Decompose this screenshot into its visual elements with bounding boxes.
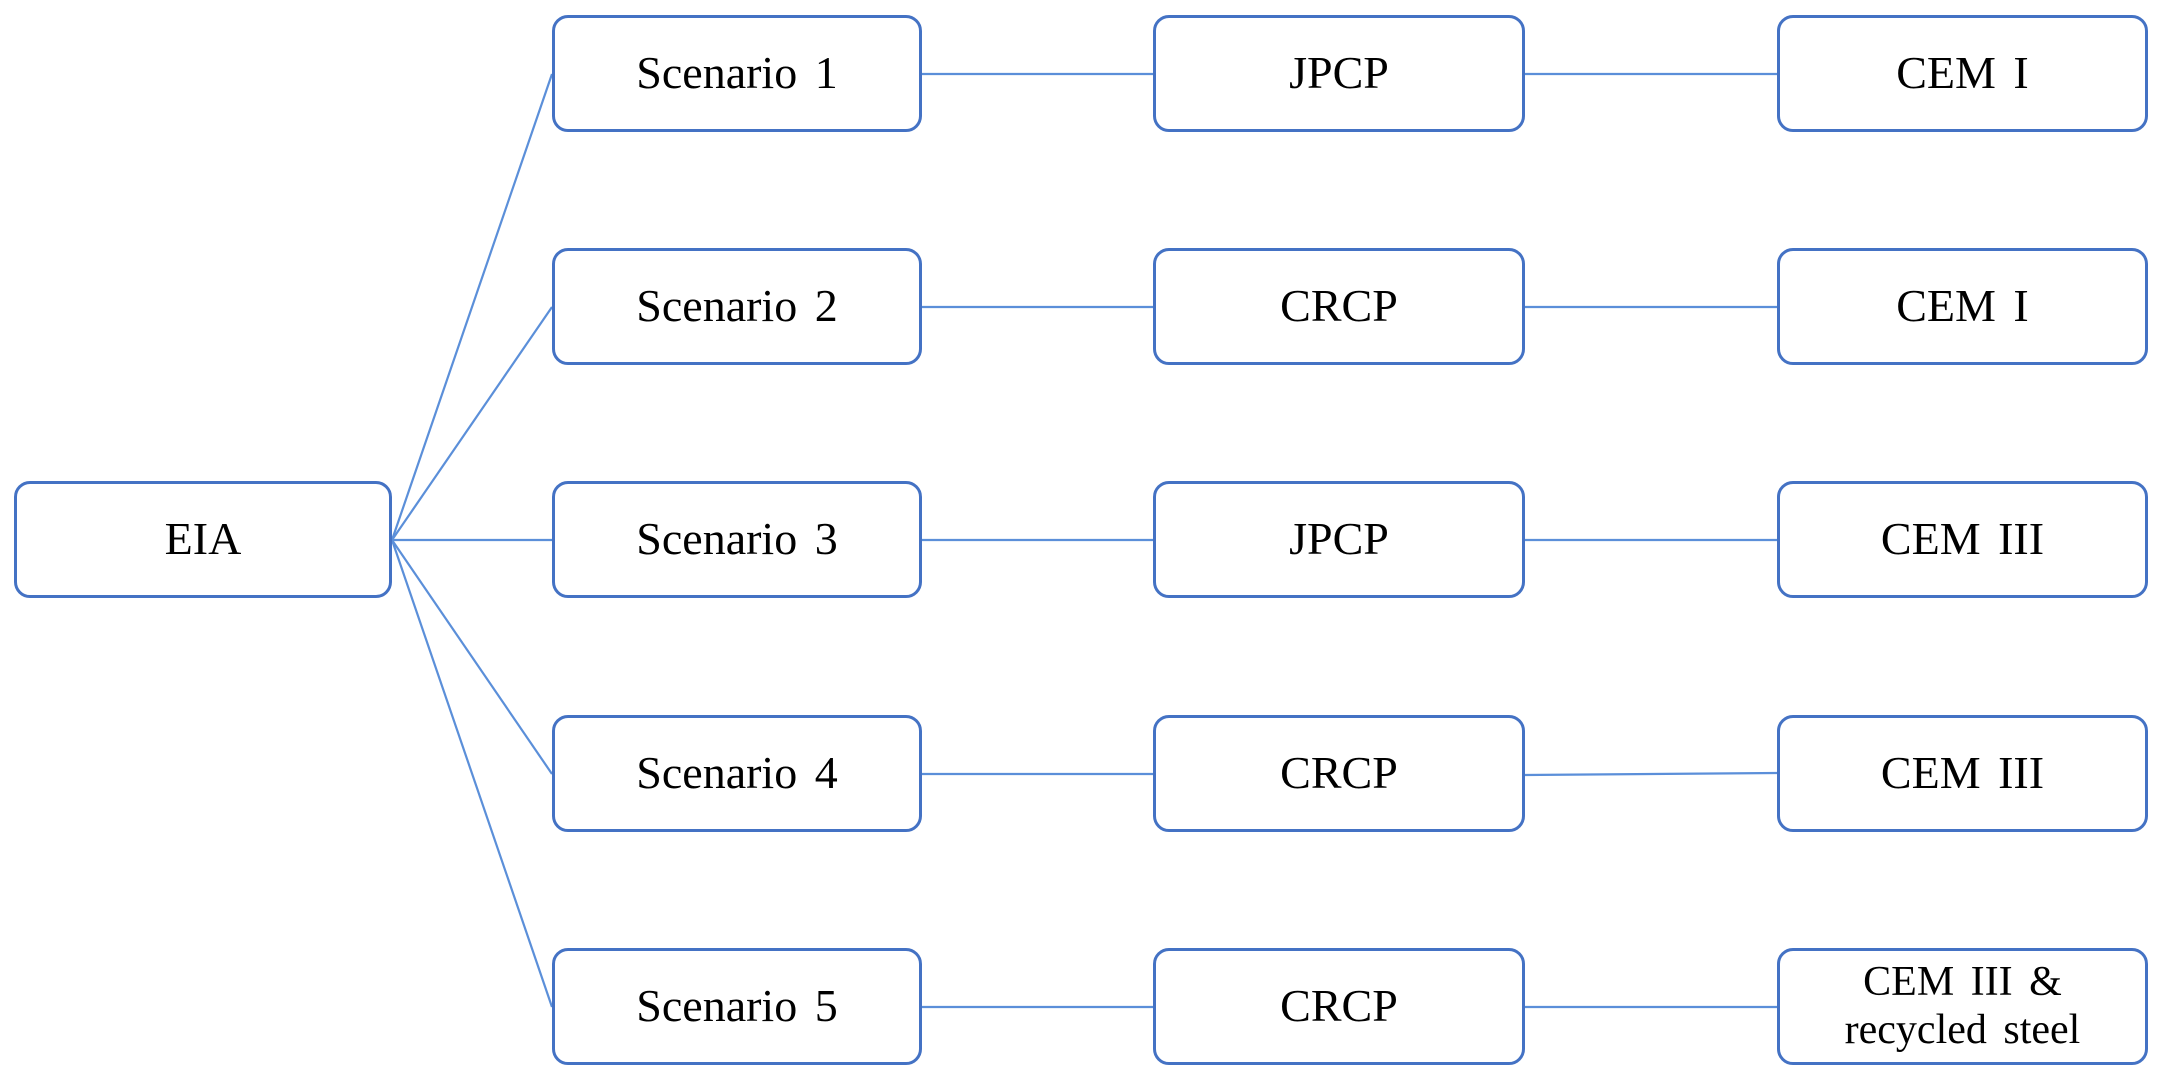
cement-1-label: CEM I	[1896, 47, 2029, 99]
cement-1-node: CEM I	[1777, 15, 2148, 132]
scenario-2-label: Scenario 2	[636, 280, 838, 332]
connector-eia-scenario-2	[391, 306, 553, 541]
connector-pavement-4-cement	[1524, 771, 1778, 777]
cement-3-node: CEM III	[1777, 481, 2148, 598]
cement-5-label-line2: recycled steel	[1844, 1006, 2081, 1053]
scenario-1-node: Scenario 1	[552, 15, 922, 132]
eia-label: EIA	[164, 513, 242, 565]
cement-3-label: CEM III	[1880, 513, 2045, 565]
cement-5-node: CEM III & recycled steel	[1777, 948, 2148, 1065]
scenario-5-label: Scenario 5	[636, 980, 838, 1032]
pavement-1-node: JPCP	[1153, 15, 1525, 132]
cement-4-node: CEM III	[1777, 715, 2148, 832]
pavement-4-label: CRCP	[1280, 747, 1398, 799]
cement-2-node: CEM I	[1777, 248, 2148, 365]
pavement-5-label: CRCP	[1280, 980, 1398, 1032]
scenario-5-node: Scenario 5	[552, 948, 922, 1065]
eia-node: EIA	[14, 481, 392, 598]
cement-2-label: CEM I	[1896, 280, 2029, 332]
connector-eia-scenario-4	[391, 539, 553, 775]
scenario-4-label: Scenario 4	[636, 747, 838, 799]
scenario-3-node: Scenario 3	[552, 481, 922, 598]
cement-5-label-line1: CEM III &	[1863, 959, 2062, 1006]
connector-eia-scenario-5	[390, 539, 554, 1008]
scenario-1-label: Scenario 1	[636, 47, 838, 99]
connector-eia-scenario-1	[390, 73, 554, 541]
scenario-4-node: Scenario 4	[552, 715, 922, 832]
pavement-2-label: CRCP	[1280, 280, 1398, 332]
pavement-5-node: CRCP	[1153, 948, 1525, 1065]
pavement-4-node: CRCP	[1153, 715, 1525, 832]
pavement-3-node: JPCP	[1153, 481, 1525, 598]
scenario-2-node: Scenario 2	[552, 248, 922, 365]
pavement-1-label: JPCP	[1289, 47, 1389, 99]
scenario-3-label: Scenario 3	[636, 513, 838, 565]
pavement-3-label: JPCP	[1289, 513, 1389, 565]
cement-4-label: CEM III	[1880, 747, 2045, 799]
pavement-2-node: CRCP	[1153, 248, 1525, 365]
